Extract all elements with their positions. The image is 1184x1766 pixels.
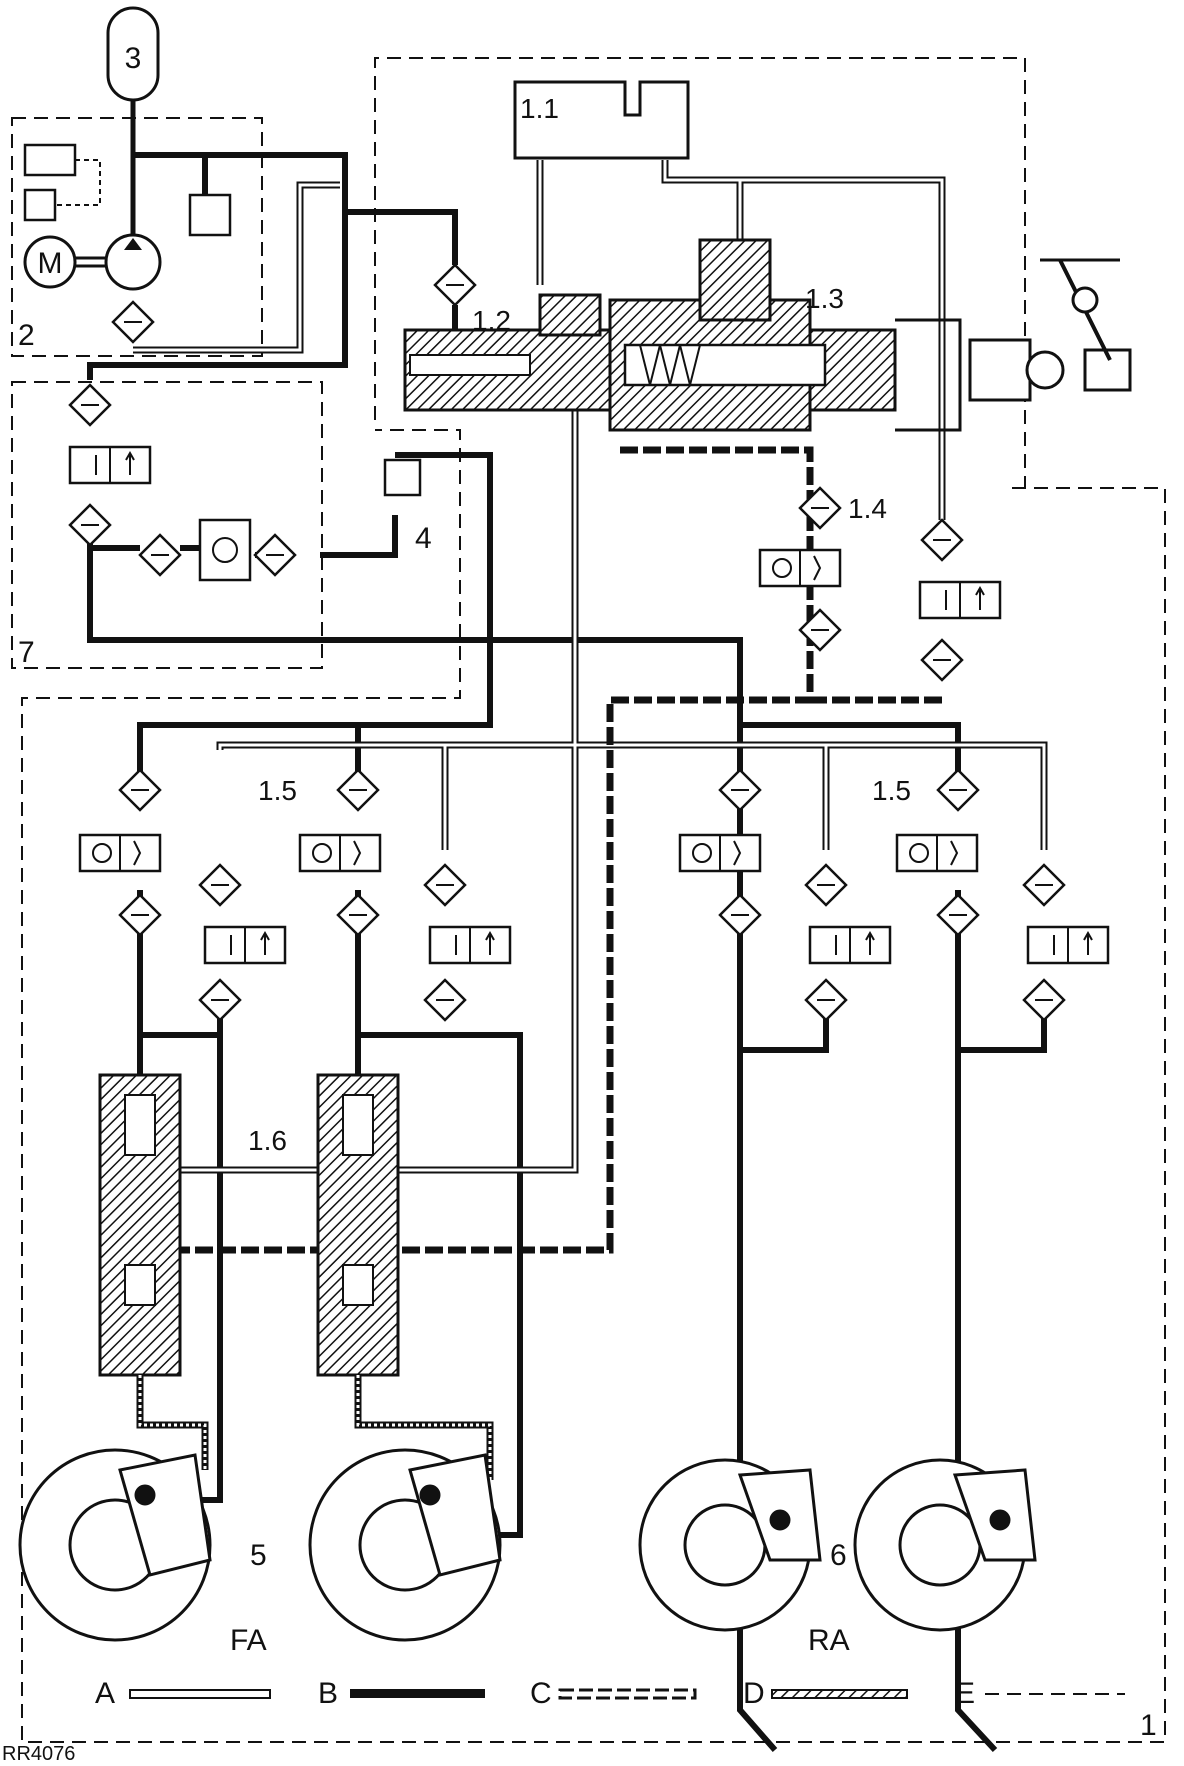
label-1-3: 1.3: [805, 283, 844, 314]
pump-unit: M 2: [18, 100, 232, 352]
legend-line-d: [771, 1689, 908, 1699]
hatched-lines-inner: [138, 1375, 492, 1480]
label-front-axle: FA: [230, 1624, 267, 1657]
label-1-2: 1.2: [472, 305, 511, 336]
label-1-5-front: 1.5: [258, 775, 297, 806]
label-5: 5: [250, 1539, 267, 1572]
reservoir: 3: [106, 6, 160, 102]
brake-discs: [18, 1448, 1037, 1642]
label-1-1: 1.1: [520, 93, 559, 124]
label-1-6: 1.6: [248, 1125, 287, 1156]
valves: [68, 445, 1110, 965]
figure-code: RR4076: [2, 1743, 75, 1765]
boost-lines: [160, 446, 942, 1254]
component-labels: 1.1 1.2 1.3 1.4 1.5 1.5 1.6 4 7 1 5 6 FA…: [18, 93, 1157, 1742]
label-7: 7: [18, 636, 35, 669]
label-1-5-rear: 1.5: [872, 775, 911, 806]
label-1-4: 1.4: [848, 493, 887, 524]
legend-line-b: [350, 1689, 485, 1698]
legend-key-e: E: [955, 1677, 975, 1710]
control-unit-1-1: [513, 80, 690, 160]
booster-assembly: [403, 238, 1132, 432]
return-lines-inner: [133, 160, 1046, 1172]
boundary-lines: [11, 57, 1166, 1743]
label-6: 6: [830, 1539, 847, 1572]
reservoir-label: 3: [125, 42, 142, 75]
legend-line-c: [558, 1688, 697, 1700]
label-rear-axle: RA: [808, 1624, 850, 1657]
legend: A B C D E: [95, 1677, 1125, 1710]
legend-line-a: [129, 1689, 271, 1699]
legend-key-b: B: [318, 1677, 338, 1710]
legend-key-c: C: [530, 1677, 552, 1710]
label-4: 4: [415, 522, 432, 555]
legend-key-d: D: [743, 1677, 765, 1710]
label-1: 1: [1140, 1709, 1157, 1742]
motor-label: M: [38, 247, 63, 280]
unit-2-label: 2: [18, 319, 35, 352]
front-modulators: [98, 1073, 400, 1377]
legend-key-a: A: [95, 1677, 115, 1710]
